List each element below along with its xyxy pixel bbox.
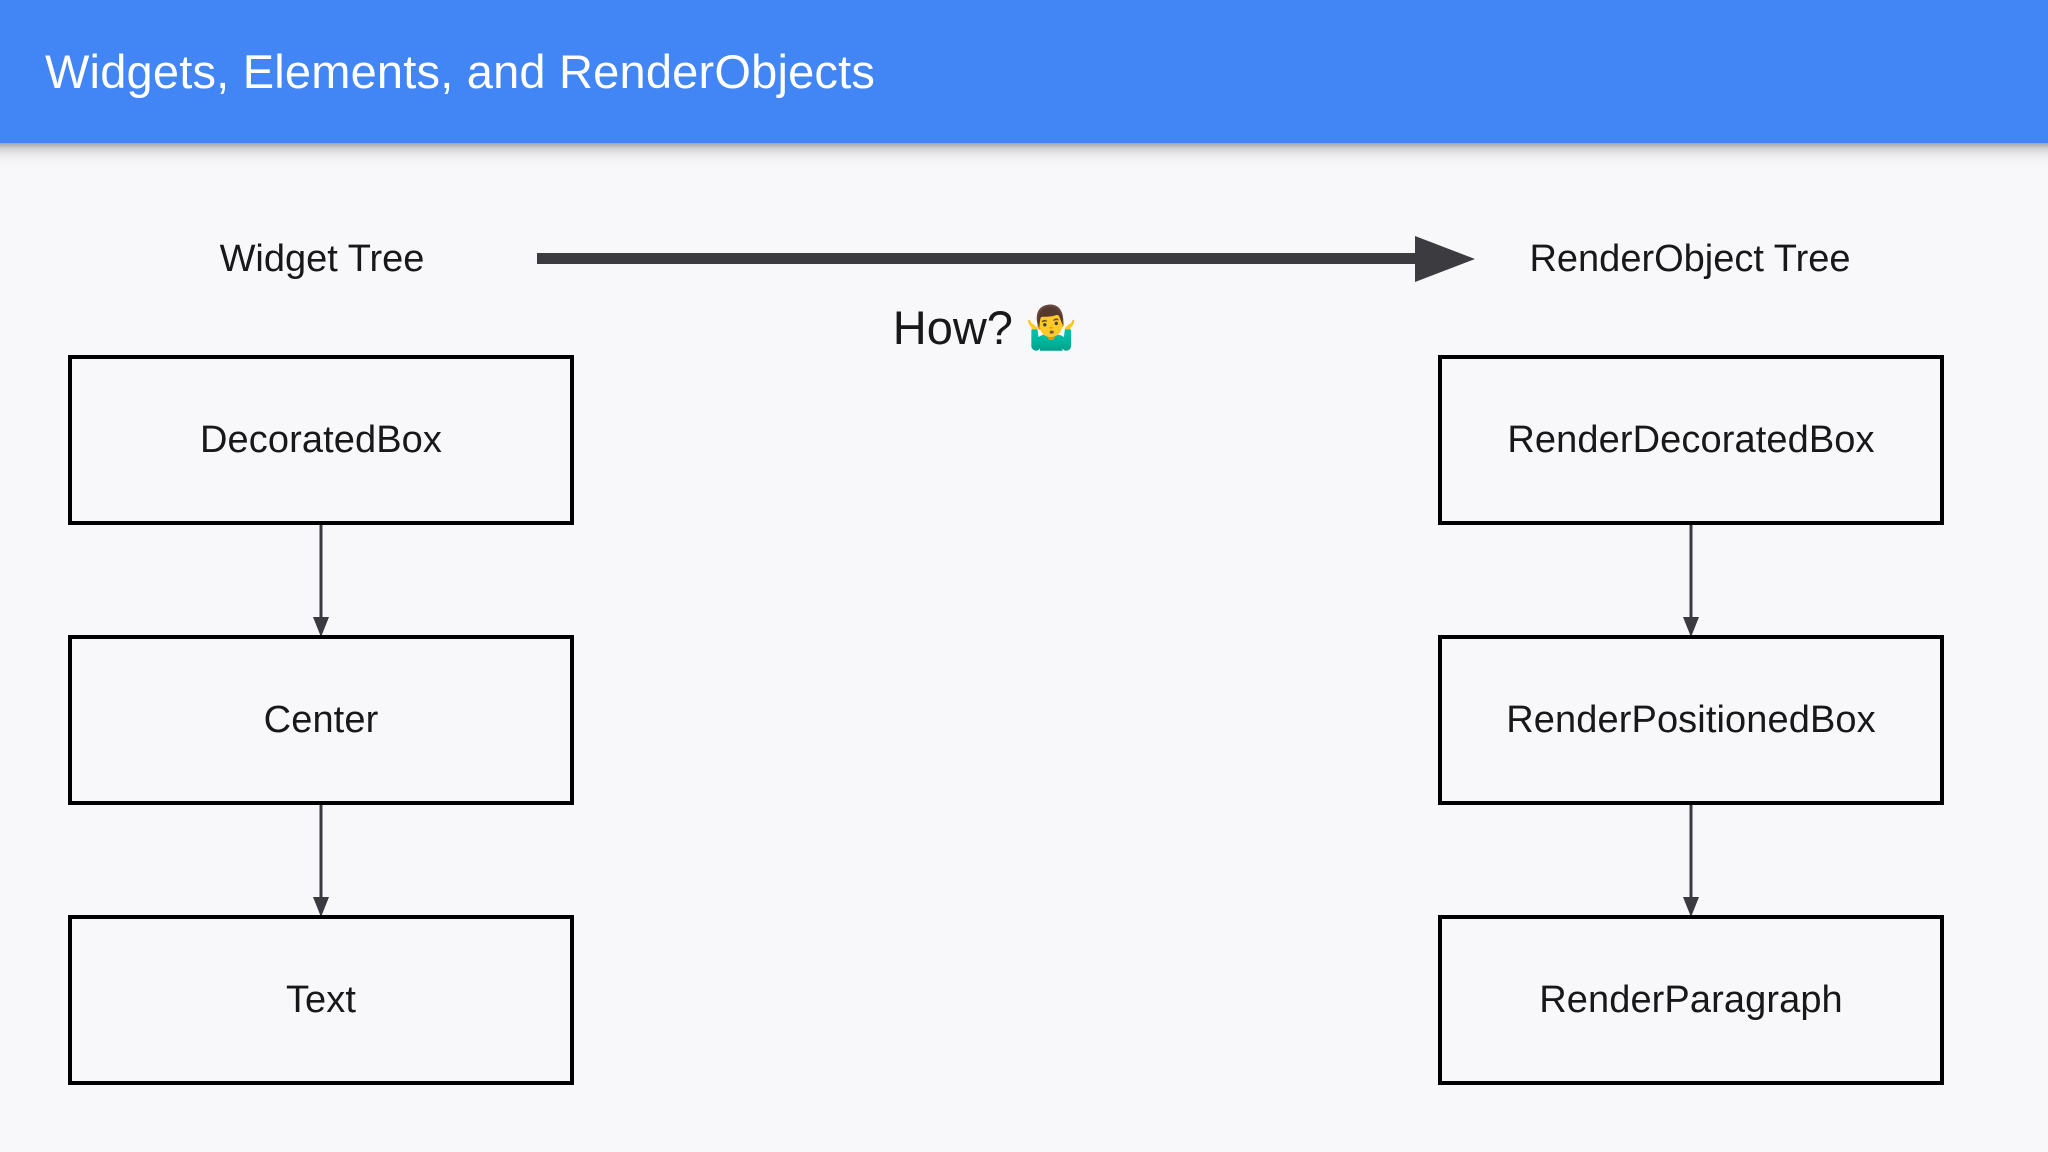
node-label: DecoratedBox <box>199 418 442 461</box>
node-label: Center <box>263 698 379 741</box>
widget-node-center[interactable]: Center <box>68 635 574 805</box>
widget-tree-heading: Widget Tree <box>219 238 425 280</box>
right-arrow-icon <box>537 236 1475 282</box>
down-arrow-icon <box>1683 805 1699 917</box>
widget-node-text[interactable]: Text <box>68 915 574 1085</box>
renderobject-node-renderdecoratedbox[interactable]: RenderDecoratedBox <box>1438 355 1944 525</box>
page-title: Widgets, Elements, and RenderObjects <box>45 45 876 98</box>
slide-header-bar: Widgets, Elements, and RenderObjects <box>0 0 2048 143</box>
node-label: RenderDecoratedBox <box>1507 418 1875 461</box>
man-shrugging-emoji: 🤷‍♂️ <box>1024 303 1078 351</box>
widget-node-decoratedbox[interactable]: DecoratedBox <box>68 355 574 525</box>
node-label: RenderPositionedBox <box>1506 698 1876 741</box>
down-arrow-icon <box>1683 525 1699 637</box>
renderobject-tree-heading: RenderObject Tree <box>1529 238 1851 280</box>
down-arrow-icon <box>313 805 329 917</box>
renderobject-node-renderparagraph[interactable]: RenderParagraph <box>1438 915 1944 1085</box>
how-caption-text: How? <box>892 301 1013 354</box>
node-label: Text <box>285 978 357 1021</box>
renderobject-node-renderpositionedbox[interactable]: RenderPositionedBox <box>1438 635 1944 805</box>
how-caption: How? 🤷‍♂️ <box>893 300 1077 355</box>
header-shadow <box>0 143 2048 169</box>
node-label: RenderParagraph <box>1539 978 1843 1021</box>
down-arrow-icon <box>313 525 329 637</box>
